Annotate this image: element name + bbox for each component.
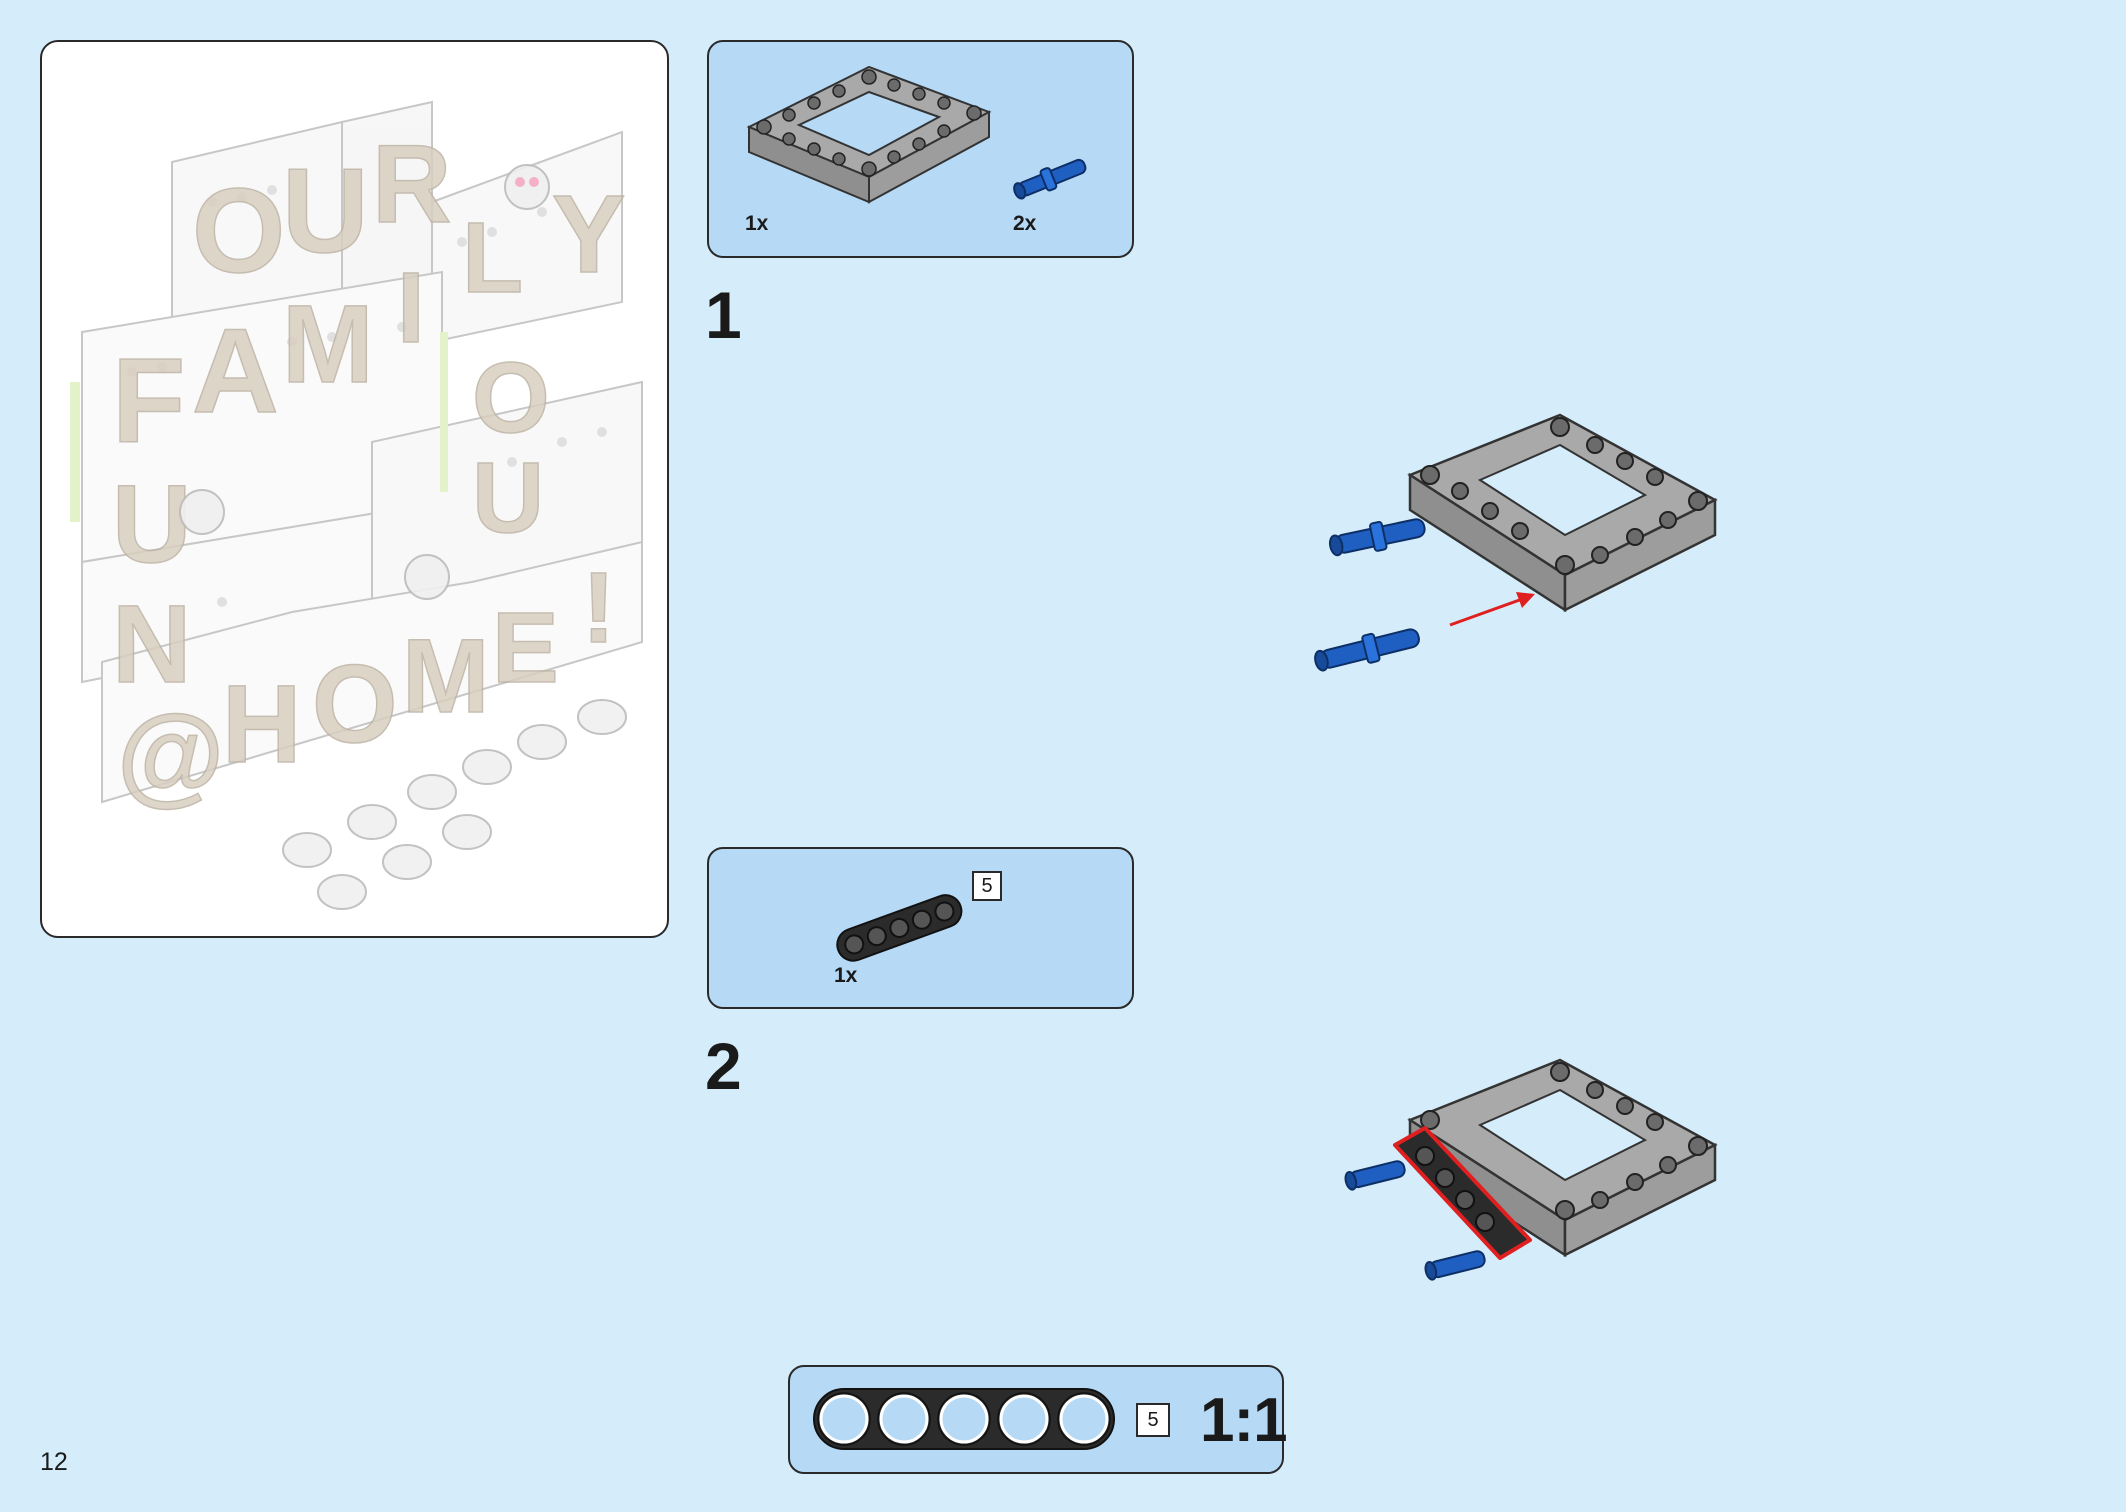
- emoji-tile-7: [282, 832, 332, 868]
- letter-at: @: [117, 693, 224, 816]
- page-number: 12: [40, 1448, 68, 1476]
- letter-o-bottom: O: [312, 643, 398, 766]
- step-number-2: 2: [705, 1029, 742, 1103]
- technic-pin-part: [1013, 158, 1087, 200]
- pin-attached: [1328, 518, 1426, 557]
- emoji-tile-9: [317, 874, 367, 910]
- letter-f: F: [112, 334, 185, 468]
- emoji-tile-heart-eyes: [504, 164, 550, 210]
- technic-frame-part: [746, 65, 992, 204]
- letter-exclamation: !: [582, 552, 615, 664]
- family-sign-illustration: O U R F A M I L Y U N O U @ H O M E !: [70, 100, 643, 910]
- letter-m-bottom: M: [402, 618, 489, 735]
- letter-m: M: [282, 283, 374, 406]
- beam-quantity: 1x: [834, 964, 858, 987]
- emoji-tile-face: [404, 554, 450, 600]
- finished-model-preview: O U R F A M I L Y U N O U @ H O M E !: [40, 40, 669, 938]
- emoji-tile-2: [517, 724, 567, 760]
- pin-incoming: [1314, 628, 1420, 672]
- letter-n: N: [112, 583, 191, 706]
- emoji-tile-3: [462, 749, 512, 785]
- letter-i: I: [397, 252, 425, 364]
- step-1-assembly-illustration: [1314, 413, 1718, 672]
- parts-callout-step-1: 1x 2x: [707, 40, 1134, 258]
- emoji-tile-5: [442, 814, 492, 850]
- beam-attached-highlighted: [1393, 1126, 1532, 1260]
- technic-beam-5-part: [836, 894, 963, 962]
- pin-bottom: [1424, 1250, 1486, 1281]
- emoji-tile-smile: [179, 489, 225, 535]
- letter-a: A: [192, 304, 279, 438]
- letter-u: U: [282, 144, 369, 278]
- frame-quantity: 1x: [745, 212, 769, 235]
- pin-quantity: 2x: [1013, 212, 1037, 235]
- emoji-tile-6: [347, 804, 397, 840]
- ruler-length-badge: 5: [1136, 1403, 1170, 1437]
- letter-l: L: [462, 202, 523, 314]
- emoji-tile-4: [407, 774, 457, 810]
- letter-u-vertical: U: [112, 463, 191, 586]
- letter-u-lower: U: [472, 442, 544, 554]
- scale-ruler-box: 5 1:1: [788, 1365, 1288, 1474]
- letter-o: O: [192, 164, 285, 298]
- emoji-tile-1: [577, 699, 627, 735]
- emoji-tile-8: [382, 844, 432, 880]
- beam-5-actual-size: [813, 1388, 1115, 1450]
- scale-label: 1:1: [1200, 1386, 1288, 1455]
- letter-y: Y: [552, 173, 625, 296]
- parts-callout-step-2: 5 1x: [707, 847, 1134, 1009]
- letter-r: R: [372, 123, 451, 246]
- step-2-assembly-illustration: [1344, 1058, 1718, 1281]
- step-number-1: 1: [705, 278, 742, 352]
- letter-e: E: [492, 592, 559, 704]
- letter-o-vertical: O: [472, 342, 550, 454]
- letter-h: H: [222, 663, 301, 786]
- pin-top: [1344, 1160, 1406, 1191]
- beam-length-badge: 5: [972, 871, 1002, 901]
- insert-arrow: [1449, 592, 1535, 627]
